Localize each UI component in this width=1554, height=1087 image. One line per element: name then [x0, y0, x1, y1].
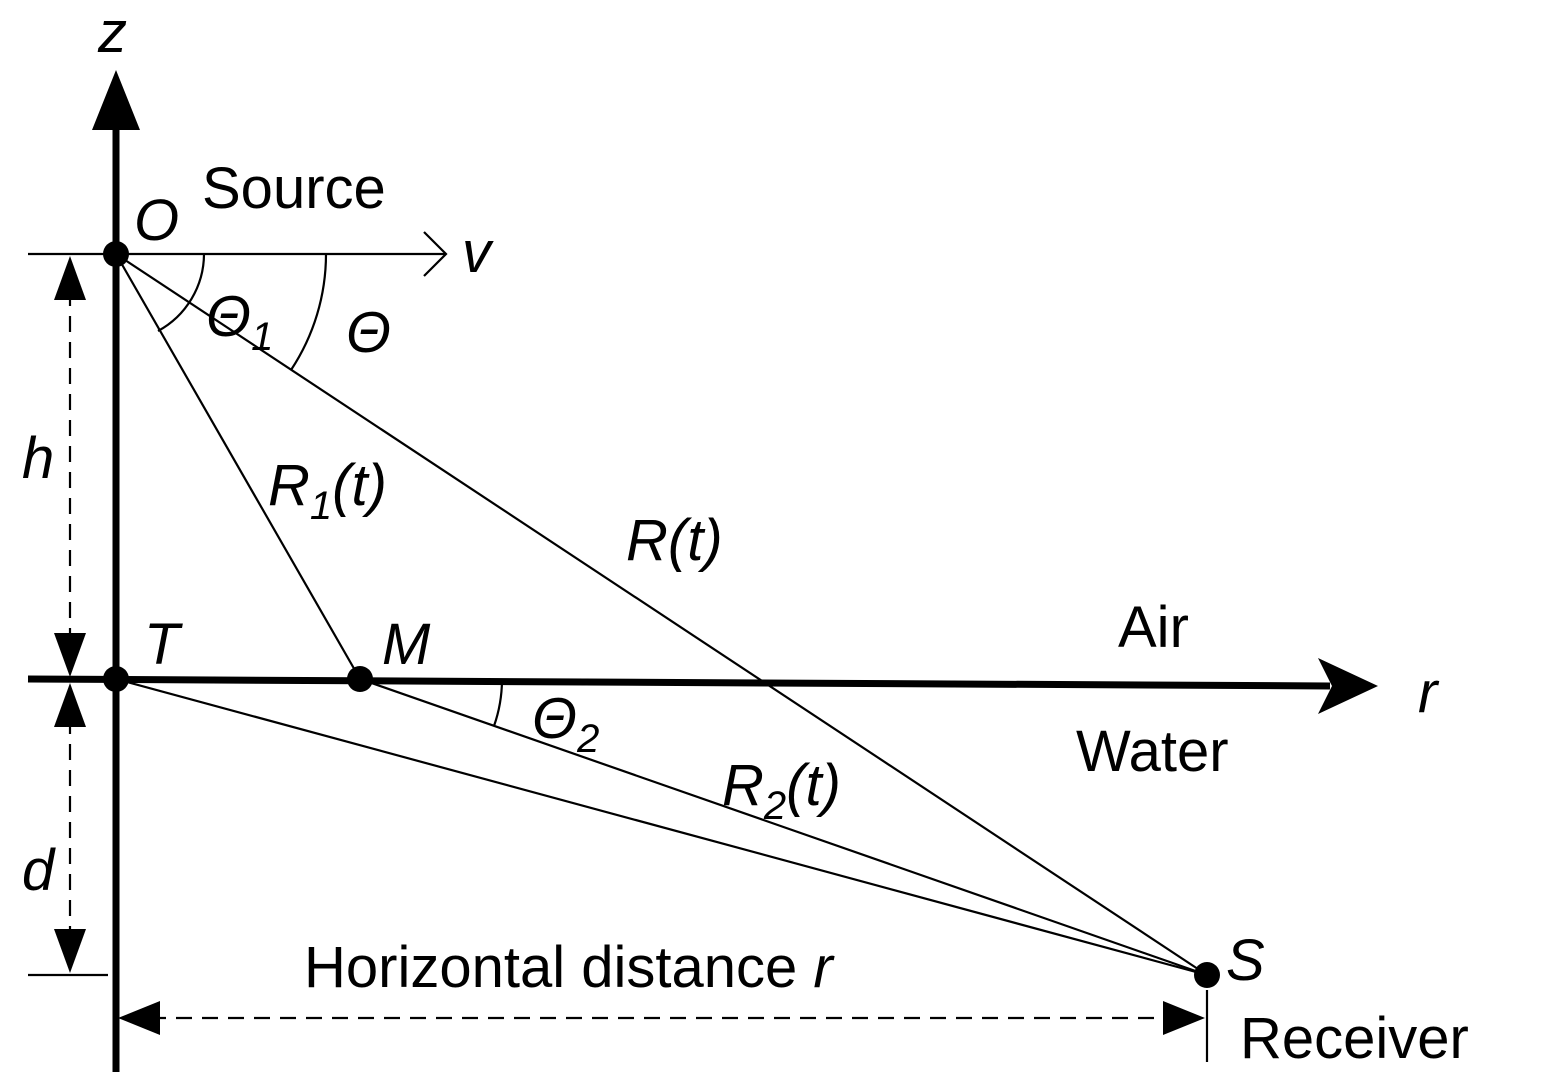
r2-label: R2(t) — [722, 753, 841, 828]
horizontal-arrow-left — [118, 1001, 160, 1035]
h-arrow-top — [54, 256, 86, 300]
theta2-label: Θ2 — [532, 686, 599, 761]
r-label: R(t) — [626, 508, 723, 573]
ray-r2 — [359, 677, 1208, 977]
z-axis-label: z — [97, 0, 127, 65]
d-arrow-bottom — [54, 929, 86, 973]
m-point-label: M — [382, 612, 431, 677]
r-axis-line — [27, 675, 1331, 690]
angle-arc-theta2 — [492, 679, 504, 727]
velocity-label: v — [462, 220, 494, 285]
ray-r1 — [115, 253, 361, 680]
t-point-label: T — [144, 612, 183, 677]
receiver-label: Receiver — [1240, 1006, 1469, 1071]
horizontal-arrow-right — [1163, 1001, 1205, 1035]
theta1-label: Θ1 — [206, 284, 273, 359]
air-label: Air — [1118, 595, 1189, 660]
point-t — [103, 666, 129, 692]
d-label: d — [22, 838, 56, 903]
ray-direct-r — [115, 253, 1208, 976]
velocity-arrowhead — [423, 231, 448, 277]
horizontal-distance-label: Horizontal distance r — [304, 935, 835, 1000]
angle-arc-theta — [290, 253, 328, 371]
h-arrow-bottom — [54, 633, 86, 677]
h-label: h — [22, 426, 54, 491]
point-o — [103, 241, 129, 267]
ray-t-to-s — [115, 677, 1208, 977]
r-axis-arrowhead — [1318, 658, 1378, 714]
point-m — [347, 666, 373, 692]
water-label: Water — [1076, 719, 1229, 784]
source-label: Source — [202, 156, 386, 221]
d-arrow-top — [54, 683, 86, 727]
r-axis-label: r — [1418, 660, 1440, 725]
r1-label: R1(t) — [268, 453, 387, 528]
z-axis-arrowhead — [92, 70, 140, 130]
point-s — [1194, 962, 1220, 988]
s-point-label: S — [1226, 928, 1265, 993]
origin-label: O — [134, 188, 179, 253]
angle-arc-theta1 — [157, 253, 206, 332]
theta-label: Θ — [346, 300, 391, 365]
